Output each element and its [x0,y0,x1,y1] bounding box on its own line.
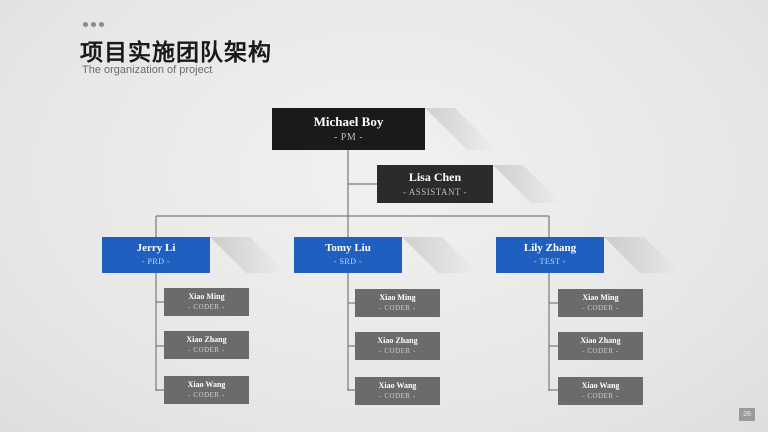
assistant-node: Lisa Chen - ASSISTANT - [377,165,493,203]
node-role: - ASSISTANT - [402,187,468,197]
node-role: - CODER - [188,391,225,399]
coder-node: Xiao Ming - CODER - [355,289,440,317]
node-name: Xiao Ming [188,292,225,301]
node-role: - SRD - [333,257,363,266]
coder-node: Xiao Wang - CODER - [558,377,643,405]
node-name: Xiao Wang [187,380,226,389]
node-name: Lily Zhang [523,242,577,254]
node-name: Xiao Wang [581,381,620,390]
coder-node: Xiao Zhang - CODER - [164,331,249,359]
node-name: Xiao Wang [378,381,417,390]
node-name: Xiao Zhang [186,335,227,344]
pm-node: Michael Boy - PM - [272,108,425,150]
lead-node-prd: Jerry Li - PRD - [102,237,210,273]
lead-node-test: Lily Zhang - TEST - [496,237,604,273]
coder-node: Xiao Wang - CODER - [164,376,249,404]
node-name: Jerry Li [136,242,176,254]
header-dots-icon [83,22,104,27]
page-subtitle: The organization of project [82,64,213,76]
node-role: - CODER - [582,304,619,312]
node-role: - CODER - [582,392,619,400]
coder-node: Xiao Ming - CODER - [558,289,643,317]
node-role: - CODER - [582,347,619,355]
node-name: Michael Boy [313,114,384,129]
node-name: Xiao Zhang [377,336,418,345]
coder-node: Xiao Zhang - CODER - [558,332,643,360]
node-name: Xiao Ming [582,293,619,302]
lead-node-srd: Tomy Liu - SRD - [294,237,402,273]
page-title: 项目实施团队架构 [80,40,272,66]
node-role: - CODER - [379,347,416,355]
node-role: - PM - [333,132,364,143]
node-name: Xiao Ming [379,293,416,302]
coder-node: Xiao Wang - CODER - [355,377,440,405]
coder-node: Xiao Zhang - CODER - [355,332,440,360]
node-role: - CODER - [188,303,225,311]
node-name: Lisa Chen [408,170,462,184]
node-role: - CODER - [379,392,416,400]
node-role: - PRD - [141,257,171,266]
page-number: 26 [739,408,755,421]
node-role: - CODER - [379,304,416,312]
node-role: - CODER - [188,346,225,354]
node-name: Xiao Zhang [580,336,621,345]
node-name: Tomy Liu [325,242,371,254]
coder-node: Xiao Ming - CODER - [164,288,249,316]
node-role: - TEST - [533,257,567,266]
